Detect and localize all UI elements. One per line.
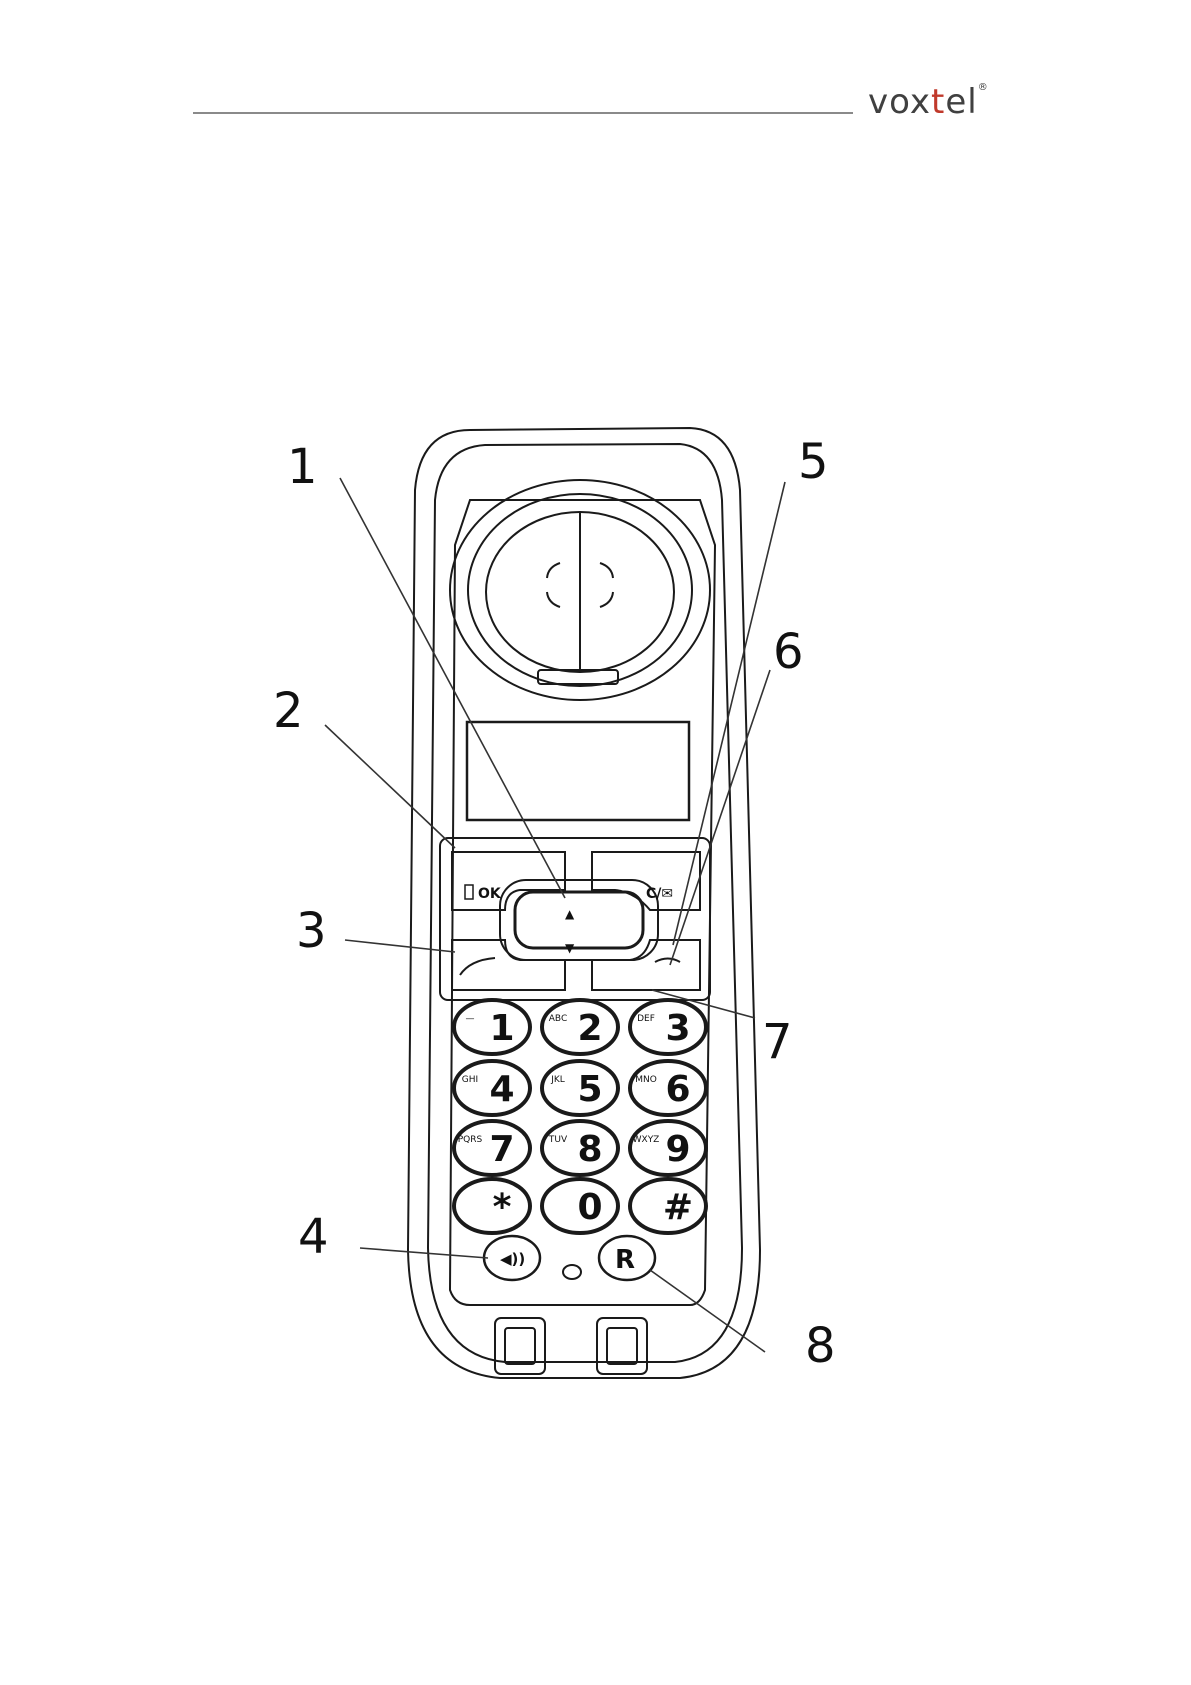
leader-4 (359, 1247, 489, 1259)
key-letters: ABC (549, 1014, 567, 1024)
key-digit: 8 (577, 1129, 602, 1170)
callout-2: 2 (273, 683, 304, 739)
leader-8 (649, 1269, 766, 1353)
key-letters: — (466, 1014, 475, 1024)
earpiece-mid (467, 493, 693, 687)
softkey-right-label: C/✉ (646, 886, 673, 902)
key-3 (452, 1059, 532, 1117)
key-letters: DEF (637, 1014, 655, 1024)
end-call-button (591, 939, 701, 991)
key-digit: 9 (665, 1129, 690, 1170)
key-6 (452, 1119, 532, 1177)
nav-down-arrow-icon: ▼ (565, 941, 575, 955)
key-letters: MNO (635, 1075, 657, 1085)
callout-3: 3 (296, 903, 327, 959)
leader-7 (651, 989, 756, 1019)
key-7 (540, 1119, 620, 1177)
r-key-label: R (615, 1245, 635, 1275)
call-handset-icon (459, 957, 496, 976)
microphone (562, 1264, 582, 1280)
key-2 (628, 998, 708, 1056)
speaker-icon: ◀)) (500, 1250, 525, 1268)
face-panel (448, 499, 717, 1306)
key-digit: 5 (577, 1069, 602, 1110)
key-digit: 1 (489, 1008, 514, 1049)
key-5 (628, 1059, 708, 1117)
softkey-left-label: OK (478, 886, 502, 902)
key-digit: 7 (489, 1129, 514, 1170)
base-clip-right (596, 1317, 648, 1375)
key-letters: GHI (462, 1075, 478, 1085)
callout-5: 5 (798, 434, 829, 490)
key-digit: 0 (577, 1187, 602, 1228)
base-clip-left (494, 1317, 546, 1375)
callout-1: 1 (287, 439, 318, 495)
book-icon (464, 884, 474, 900)
leader-6 (669, 669, 771, 966)
display-screen (465, 720, 691, 822)
nav-key (513, 890, 645, 950)
earpiece-clip (537, 669, 619, 685)
callout-6: 6 (773, 624, 804, 680)
leader-1 (339, 477, 566, 899)
header-rule (193, 112, 853, 114)
handset-outline (406, 426, 762, 1379)
key-1 (540, 998, 620, 1056)
key-letters: TUV (548, 1135, 568, 1145)
key-digit: 3 (665, 1008, 690, 1049)
key-letters: PQRS (458, 1135, 483, 1145)
key-10 (540, 1177, 620, 1235)
earpiece-outer (449, 479, 711, 701)
key-letters: WXYZ (633, 1135, 660, 1145)
handset-inner-outline (426, 442, 744, 1363)
key-digit: * (493, 1187, 512, 1228)
key-digit: 2 (577, 1008, 602, 1049)
key-digit: # (663, 1187, 693, 1228)
leader-2 (324, 724, 456, 849)
earpiece-mark-br (599, 591, 614, 608)
r-button (597, 1234, 657, 1282)
key-digit: 6 (665, 1069, 690, 1110)
key-letters: JKL (550, 1075, 565, 1085)
brand-logo: voxtel® (868, 82, 989, 122)
key-11 (628, 1177, 708, 1235)
earpiece-mark-tr (599, 562, 614, 579)
softkey-left-button (451, 851, 566, 911)
callout-4: 4 (298, 1209, 329, 1265)
earpiece-mark-tl (546, 562, 561, 579)
callout-8: 8 (805, 1318, 836, 1374)
nav-frame (439, 837, 711, 1001)
leader-3 (344, 939, 456, 953)
key-0 (452, 998, 532, 1056)
end-handset-icon (654, 957, 681, 963)
leader-5 (672, 481, 786, 946)
key-4 (540, 1059, 620, 1117)
earpiece-mark-bl (546, 591, 561, 608)
key-8 (628, 1119, 708, 1177)
nav-up-arrow-icon: ▲ (565, 907, 575, 921)
key-digit: 4 (489, 1069, 514, 1110)
key-9 (452, 1177, 532, 1235)
nav-outer (499, 879, 659, 961)
callout-7: 7 (762, 1014, 793, 1070)
keypad: 1 — 2 ABC 3 DEF 4 GHI 5 JKL 6 MNO 7 PQRS 8 TUV 9 WXYZ * 0 # (452, 998, 708, 1235)
